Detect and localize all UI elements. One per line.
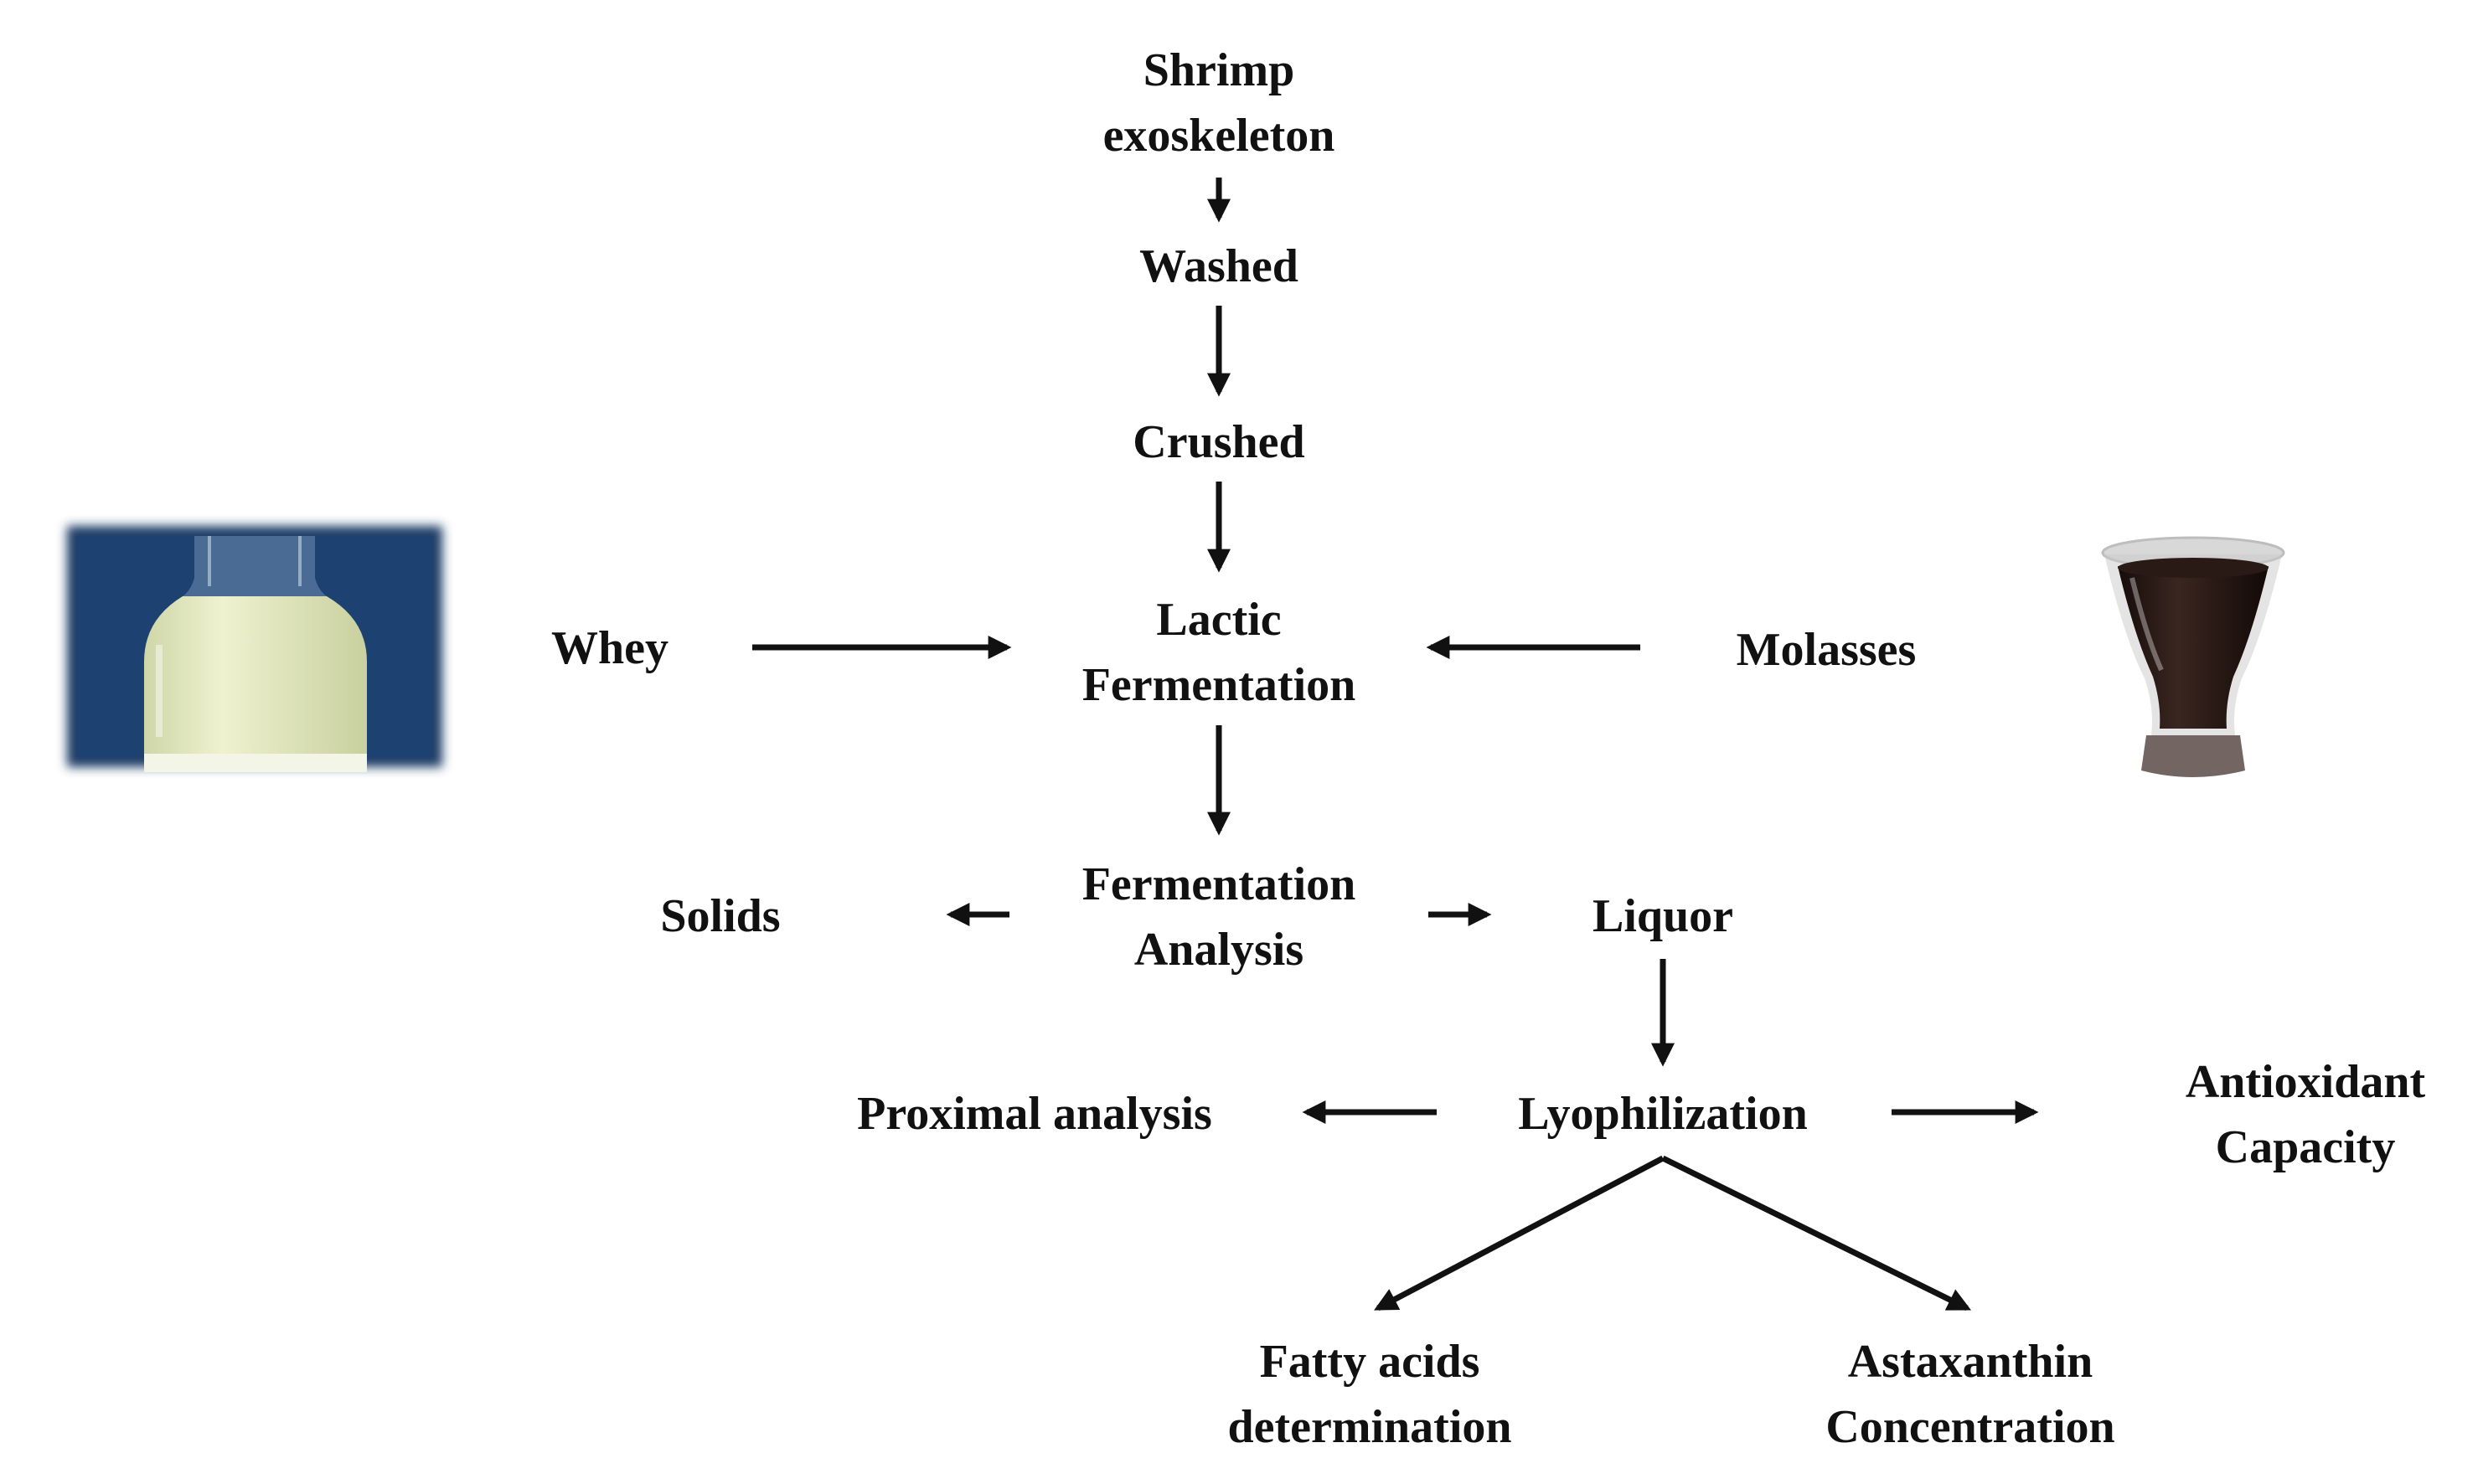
- node-antioxidant-capacity: Antioxidant Capacity: [2186, 1056, 2426, 1173]
- whey-photo: [67, 526, 442, 772]
- node-crushed: Crushed: [1133, 416, 1304, 468]
- node-astaxanthin-line-1: Astaxanthin: [1848, 1336, 2093, 1388]
- node-lactic-line-2: Fermentation: [1082, 659, 1356, 711]
- node-fatty-line-2: determination: [1227, 1401, 1511, 1453]
- node-proximal-analysis: Proximal analysis: [857, 1088, 1212, 1140]
- node-molasses: Molasses: [1737, 624, 1917, 676]
- node-fermentation-analysis: Fermentation Analysis: [1082, 858, 1356, 976]
- molasses-photo: [2051, 536, 2319, 784]
- arrow-lyophilization-to-astaxanthin: [1661, 1155, 1972, 1311]
- node-shrimp-exoskeleton: Shrimp exoskeleton: [1103, 44, 1335, 162]
- node-solids: Solids: [660, 890, 780, 942]
- node-antioxidant-line-1: Antioxidant: [2186, 1056, 2426, 1108]
- node-ferm-analysis-line-1: Fermentation: [1082, 858, 1356, 910]
- node-shrimp-line-1: Shrimp: [1143, 44, 1295, 96]
- node-astaxanthin-line-2: Concentration: [1825, 1401, 2114, 1453]
- node-ferm-analysis-line-2: Analysis: [1134, 924, 1303, 976]
- arrow-lyophilization-to-fatty-acids: [1374, 1155, 1665, 1311]
- node-lactic-line-1: Lactic: [1156, 594, 1281, 646]
- node-washed: Washed: [1139, 240, 1298, 292]
- node-astaxanthin: Astaxanthin Concentration: [1825, 1336, 2114, 1453]
- node-fatty-acids: Fatty acids determination: [1227, 1336, 1511, 1453]
- node-lyophilization: Lyophilization: [1518, 1088, 1807, 1140]
- node-whey: Whey: [551, 622, 668, 674]
- node-liquor: Liquor: [1593, 890, 1733, 942]
- node-shrimp-line-2: exoskeleton: [1103, 110, 1335, 162]
- node-antioxidant-line-2: Capacity: [2216, 1121, 2396, 1173]
- node-fatty-line-1: Fatty acids: [1260, 1336, 1480, 1388]
- node-lactic-fermentation: Lactic Fermentation: [1082, 594, 1356, 711]
